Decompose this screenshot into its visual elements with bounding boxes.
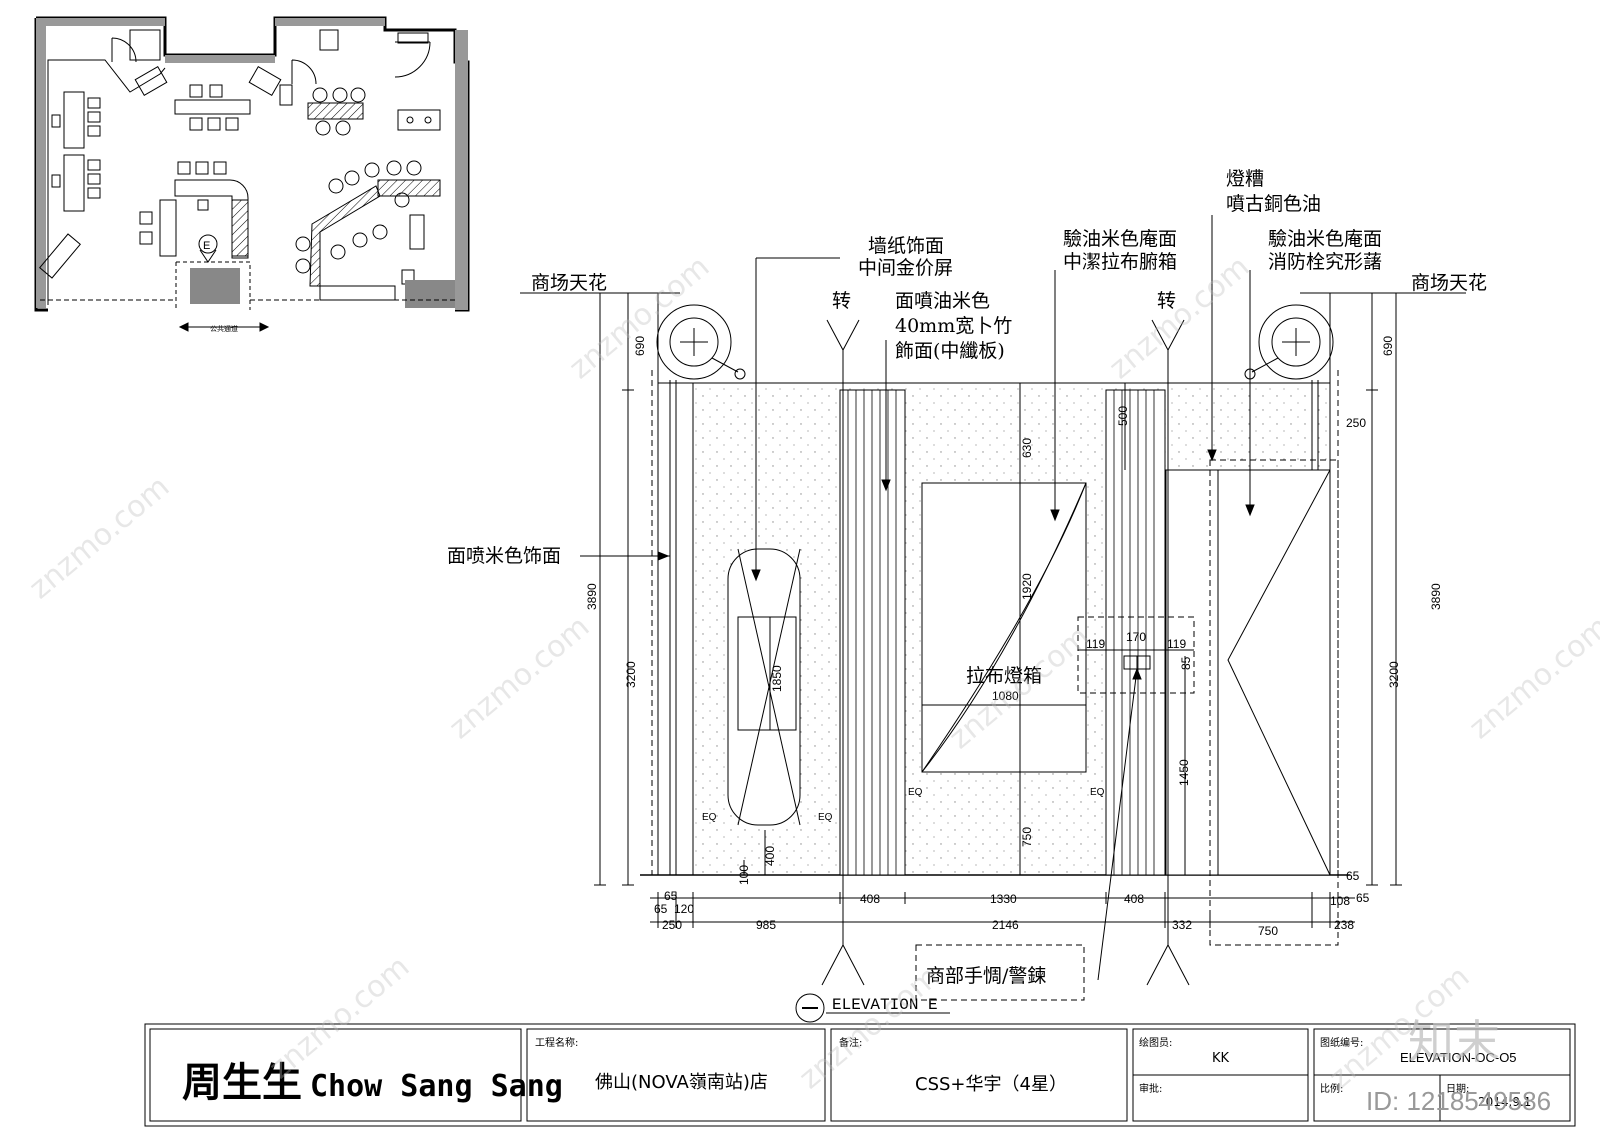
drawing-no-label: 图纸编号: [1320,1036,1363,1049]
label-turn-right: 转 [1157,290,1176,312]
dim-100: 100 [737,865,751,885]
dim-120: 120 [674,902,694,916]
project-value: 佛山(NOVA嶺南站)店 [595,1072,768,1093]
label-paint-3: 飾面(中纖板) [895,340,1005,362]
label-bottom-box: 商部手惆/警鍊 [926,965,1046,987]
label-wallpaper-1: 墙纸饰面 [868,235,944,257]
dim-985: 985 [756,918,776,932]
dim-750: 750 [1258,924,1278,938]
dim-500: 500 [1116,406,1130,426]
dim-108: 108 [1330,894,1350,908]
remark-value: CSS+华宇（4星） [915,1074,1067,1095]
dim-119-a: 119 [1086,637,1105,651]
label-lamp-1: 燈糟 [1226,168,1264,190]
dim-238: 238 [1334,918,1354,932]
label-turn-left: 转 [832,290,851,312]
dim-690-left: 690 [633,336,647,356]
elevation-drawing [520,215,1466,1023]
corridor-label: 公共通道 [210,324,238,333]
plan-marker: E [203,240,210,252]
dim-170: 170 [1126,630,1146,644]
dim-3200-left: 3200 [624,661,638,688]
watermark-id: ID: 1218549586 [1366,1086,1551,1116]
date-label: 日期: [1446,1083,1469,1095]
date-value: 2014.9.1 [1478,1095,1531,1109]
dim-eq-4: EQ [1090,787,1105,798]
label-paint-2: 40mm宽卜竹 [895,315,1012,337]
label-verify-2: 中潔拉布腑箱 [1063,251,1177,273]
dim-630: 630 [1020,438,1034,458]
dim-332: 332 [1172,918,1192,932]
watermark-6: znzmo.com [1463,609,1600,746]
label-lamp-2: 噴古銅色油 [1226,193,1321,215]
dim-690-right: 690 [1381,336,1395,356]
elevation-title: ELEVATION E [832,996,938,1014]
drawing-no-value: ELEVATION-OC-O5 [1400,1050,1517,1065]
scale-label: 比例: [1320,1082,1343,1095]
dim-400: 400 [763,846,777,866]
dim-750-v: 750 [1020,827,1034,847]
dim-408-b: 408 [1124,892,1144,906]
watermark-1: znzmo.com [23,469,177,606]
watermark-4: znzmo.com [443,609,597,746]
dim-1850: 1850 [770,665,784,692]
dim-1080: 1080 [992,689,1019,703]
dim-65-c: 65 [1346,869,1360,883]
dim-2146: 2146 [992,918,1019,932]
drawn-label: 绘图员: [1139,1036,1172,1049]
watermark-brand: 知末 [1408,1015,1500,1069]
dim-65-d: 65 [1356,891,1370,905]
floor-plan [34,16,470,332]
title-block [144,1023,1576,1127]
dim-1330: 1330 [990,892,1017,906]
review-label: 审批: [1139,1082,1162,1095]
project-label: 工程名称: [535,1036,578,1049]
dim-65-a: 65 [664,889,678,903]
label-verify-1: 驗油米色庵面 [1063,228,1177,250]
brand-logo-en: Chow Sang Sang [310,1069,563,1104]
label-mall-ceiling-left: 商场天花 [531,272,607,294]
label-paint-1: 面噴油米色 [895,290,990,312]
dim-eq-1: EQ [702,812,717,823]
dim-eq-3: EQ [908,787,923,798]
brand-logo-cn: 周生生 [182,1060,302,1106]
watermark-7: znzmo.com [263,949,417,1086]
dim-1920: 1920 [1020,573,1034,600]
dim-3890-left: 3890 [585,583,599,610]
label-verify-r2: 消防栓究形藷 [1268,251,1382,273]
dim-eq-2: EQ [818,812,833,823]
dim-3200-right: 3200 [1387,661,1401,688]
dim-1450: 1450 [1177,759,1191,786]
remark-label: 备注: [839,1036,862,1049]
dim-85: 85 [1179,656,1193,670]
drawn-value: KK [1212,1051,1230,1066]
dim-119-b: 119 [1167,637,1186,651]
label-mall-ceiling-right: 商场天花 [1411,272,1487,294]
label-left-wall: 面喷米色饰面 [447,545,561,567]
dim-408-a: 408 [860,892,880,906]
dim-3890-right: 3890 [1429,583,1443,610]
dim-65-b: 65 [654,902,668,916]
dim-250-top: 250 [1346,416,1366,430]
label-lightbox: 拉布燈箱 [966,665,1042,687]
label-verify-r1: 驗油米色庵面 [1268,228,1382,250]
label-wallpaper-2: 中间金价屏 [858,257,953,279]
dim-250: 250 [662,918,682,932]
